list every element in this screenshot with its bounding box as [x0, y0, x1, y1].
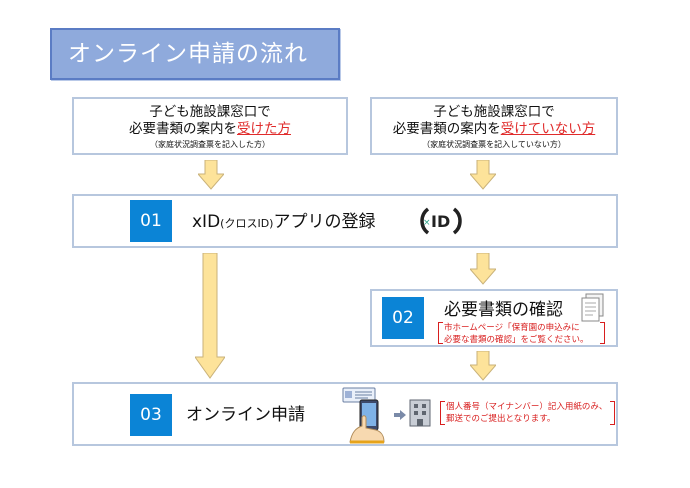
note-bracket-left — [438, 322, 443, 344]
condition-box-received: 子ども施設課窓口で 必要書類の案内を受けた方 （家庭状況調査票を記入した方） — [72, 97, 348, 155]
condition-box-not-received: 子ども施設課窓口で 必要書類の案内を受けていない方 （家庭状況調査票を記入してい… — [370, 97, 618, 155]
step-label-post: アプリの登録 — [273, 212, 376, 232]
step-number: 01 — [130, 200, 172, 242]
step-note-line-1: 市ホームページ「保育園の申込みに — [444, 323, 580, 333]
step-label: xID(クロスID)アプリの登録 — [192, 211, 375, 235]
step-3-box: 03 オンライン申請 個人番号（マイナンバー）記入用紙のみ、 郵送でのご提出とな… — [72, 382, 618, 446]
logo-id: ID — [431, 212, 450, 231]
step-2-box: 02 必要書類の確認 市ホームページ「保育園の申込みに 必要な書類の確認」をご覧… — [370, 289, 618, 347]
page-title: オンライン申請の流れ — [50, 28, 340, 80]
step-label: オンライン申請 — [186, 405, 305, 425]
step-note-line-1: 個人番号（マイナンバー）記入用紙のみ、 — [446, 402, 608, 412]
arrow-down-icon — [198, 160, 224, 190]
id-card-icon — [342, 387, 376, 403]
condition-text: 必要書類の案内を — [392, 121, 501, 137]
step-note: 個人番号（マイナンバー）記入用紙のみ、 郵送でのご提出となります。 — [446, 401, 607, 425]
step-label-xid: xID — [192, 212, 221, 232]
arrow-right-icon — [394, 410, 406, 420]
arrow-down-icon — [470, 160, 496, 190]
condition-highlight: 受けていない方 — [500, 121, 596, 137]
logo-x: × — [423, 218, 431, 228]
condition-note: （家庭状況調査票を記入していない方） — [422, 140, 566, 149]
step-1-box: 01 xID(クロスID)アプリの登録 × ID — [72, 194, 618, 248]
note-bracket-left — [440, 401, 445, 425]
arrow-down-icon — [470, 351, 496, 381]
building-icon — [409, 399, 431, 427]
note-bracket-right — [610, 401, 615, 425]
smartphone-hand-icon — [349, 399, 385, 444]
note-bracket-right — [600, 322, 605, 344]
condition-line-2: 必要書類の案内を受けていない方 — [372, 121, 616, 138]
step-label: 必要書類の確認 — [444, 300, 563, 320]
step-note-line-2: 必要な書類の確認」をご覧ください。 — [444, 335, 589, 345]
arrow-down-icon — [470, 253, 496, 285]
document-icon — [581, 293, 604, 322]
xid-logo: × ID — [420, 207, 462, 235]
step-number: 03 — [130, 394, 172, 436]
step-note-line-2: 郵送でのご提出となります。 — [446, 414, 556, 424]
condition-line-1: 子ども施設課窓口で — [149, 104, 271, 120]
step-note: 市ホームページ「保育園の申込みに 必要な書類の確認」をご覧ください。 — [444, 322, 589, 346]
condition-highlight: 受けた方 — [237, 121, 291, 137]
condition-line-1: 子ども施設課窓口で — [433, 104, 555, 120]
arrow-down-long-icon — [195, 253, 225, 379]
condition-text: 必要書類の案内を — [129, 121, 237, 137]
condition-note: （家庭状況調査票を記入した方） — [150, 140, 270, 149]
condition-line-2: 必要書類の案内を受けた方 — [74, 121, 346, 138]
step-label-paren: (クロスID) — [220, 217, 274, 230]
step-number: 02 — [382, 297, 424, 339]
